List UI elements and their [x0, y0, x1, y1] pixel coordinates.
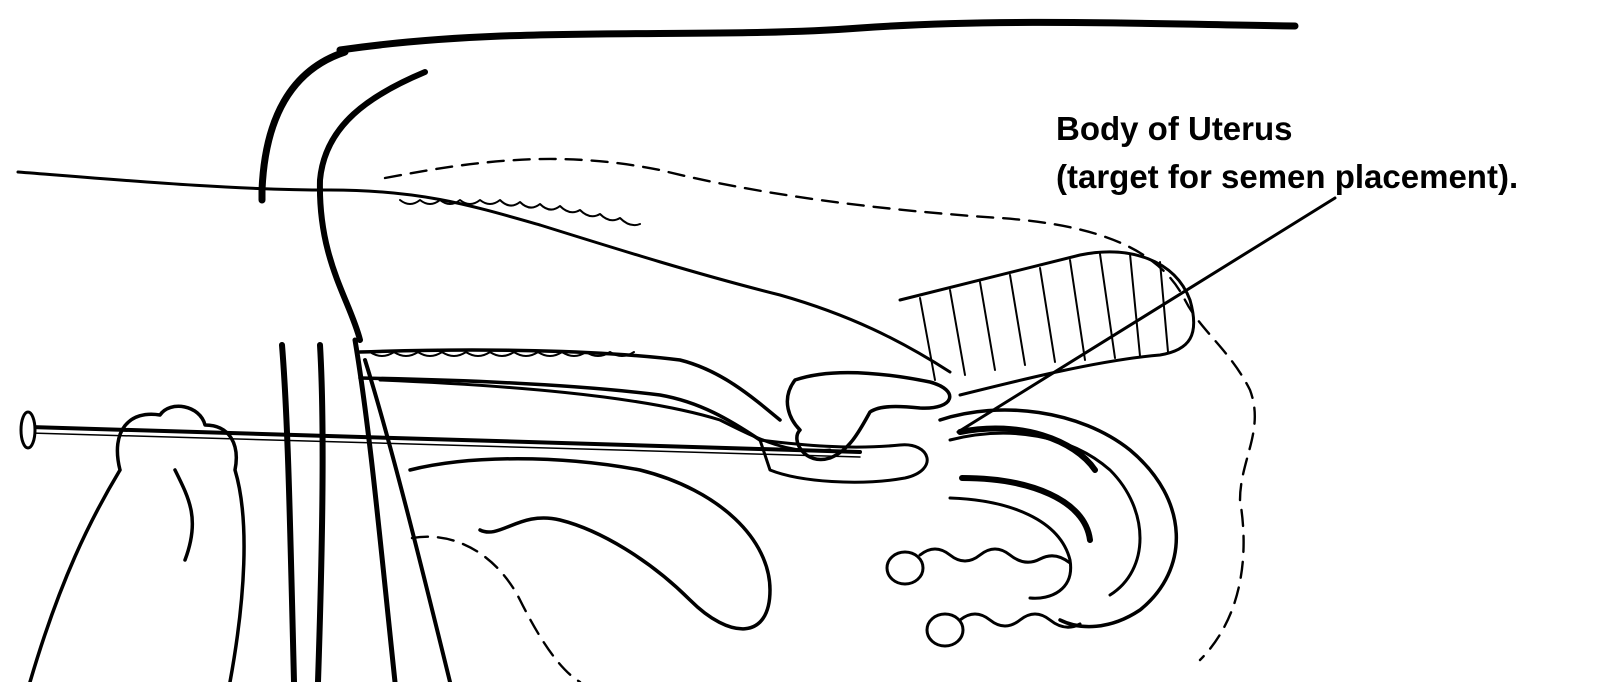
- operator-hand: [30, 406, 244, 682]
- oviduct-upper: [920, 549, 1070, 563]
- ovary-upper: [887, 552, 923, 584]
- rod-plunger-tip: [21, 412, 35, 448]
- label-target-semen-placement: (target for semen placement).: [1056, 160, 1518, 193]
- pelvis-dashed-outline: [412, 537, 580, 682]
- tail-outline-left: [262, 52, 345, 200]
- back-contour: [340, 22, 1295, 50]
- uterine-horn-mid: [950, 433, 1140, 595]
- insemination-rod: [30, 427, 860, 452]
- label-pointer-line: [958, 198, 1335, 432]
- vagina-lower: [360, 378, 760, 440]
- rectum-ribs: [920, 254, 1168, 380]
- rectum-outline: [900, 252, 1194, 395]
- perineum-line-2: [318, 345, 323, 682]
- arm-ribbing: [400, 200, 640, 225]
- insemination-rod-inner: [30, 433, 860, 457]
- perineum-line-1: [282, 345, 294, 682]
- ovary-lower: [927, 614, 963, 646]
- tail-outline-right: [320, 72, 425, 340]
- uterine-horn-lower: [950, 498, 1071, 598]
- label-body-of-uterus: Body of Uterus: [1056, 112, 1293, 145]
- uterine-horn-inner-2: [962, 478, 1090, 540]
